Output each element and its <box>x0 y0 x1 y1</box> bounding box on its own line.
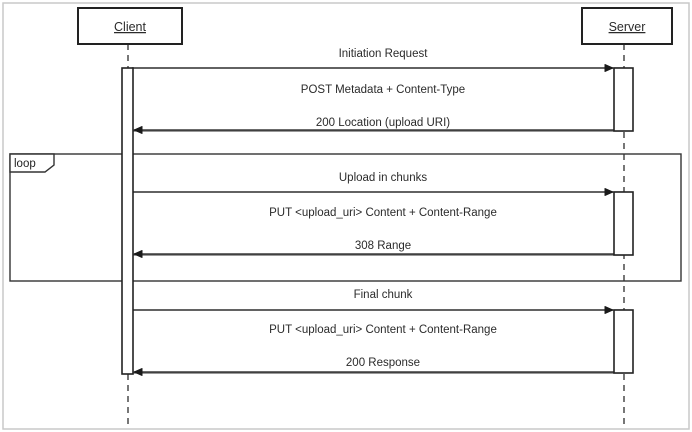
client-box[interactable] <box>77 7 183 45</box>
participant-server[interactable]: Server <box>581 7 673 45</box>
message-label-post-metadata: POST Metadata + Content-Type <box>301 84 465 96</box>
loop-fragment-tab <box>9 153 55 173</box>
arrowheads-overlay <box>133 64 614 376</box>
loop-fragment-rect <box>9 153 682 282</box>
arrowhead-308-range <box>133 250 142 258</box>
message-group-final-chunk: Final chunk PUT <upload_uri> Content + C… <box>131 289 624 376</box>
group-label-upload-chunks: Upload in chunks <box>339 172 427 184</box>
message-group-upload-chunks: Upload in chunks PUT <upload_uri> Conten… <box>131 172 624 258</box>
message-label-200-response: 200 Response <box>346 357 420 369</box>
activation-bars-layer <box>121 67 634 375</box>
message-label-200-location: 200 Location (upload URI) <box>316 117 450 129</box>
message-label-308-range: 308 Range <box>355 240 411 252</box>
arrowhead-put-final-chunk <box>605 306 614 314</box>
server-activation-bar-1[interactable] <box>613 67 634 132</box>
server-label: Server <box>609 20 646 34</box>
server-box[interactable] <box>581 7 673 45</box>
arrowhead-put-chunk <box>605 188 614 196</box>
participant-client[interactable]: Client <box>77 7 183 45</box>
group-label-final-chunk: Final chunk <box>354 289 413 301</box>
loop-fragment[interactable]: loop <box>9 153 682 282</box>
arrowhead-200-location <box>133 126 142 134</box>
server-activation-bar-3[interactable] <box>613 309 634 374</box>
arrowhead-200-response <box>133 368 142 376</box>
message-label-put-final-chunk: PUT <upload_uri> Content + Content-Range <box>269 324 497 336</box>
client-activation-bar[interactable] <box>121 67 134 375</box>
client-label: Client <box>114 20 146 34</box>
loop-fragment-label: loop <box>14 158 36 170</box>
message-group-initiation: Initiation Request POST Metadata + Conte… <box>131 48 624 134</box>
group-label-initiation: Initiation Request <box>339 48 429 60</box>
message-label-put-chunk: PUT <upload_uri> Content + Content-Range <box>269 207 497 219</box>
server-activation-bar-2[interactable] <box>613 191 634 256</box>
arrowhead-post-metadata <box>605 64 614 72</box>
